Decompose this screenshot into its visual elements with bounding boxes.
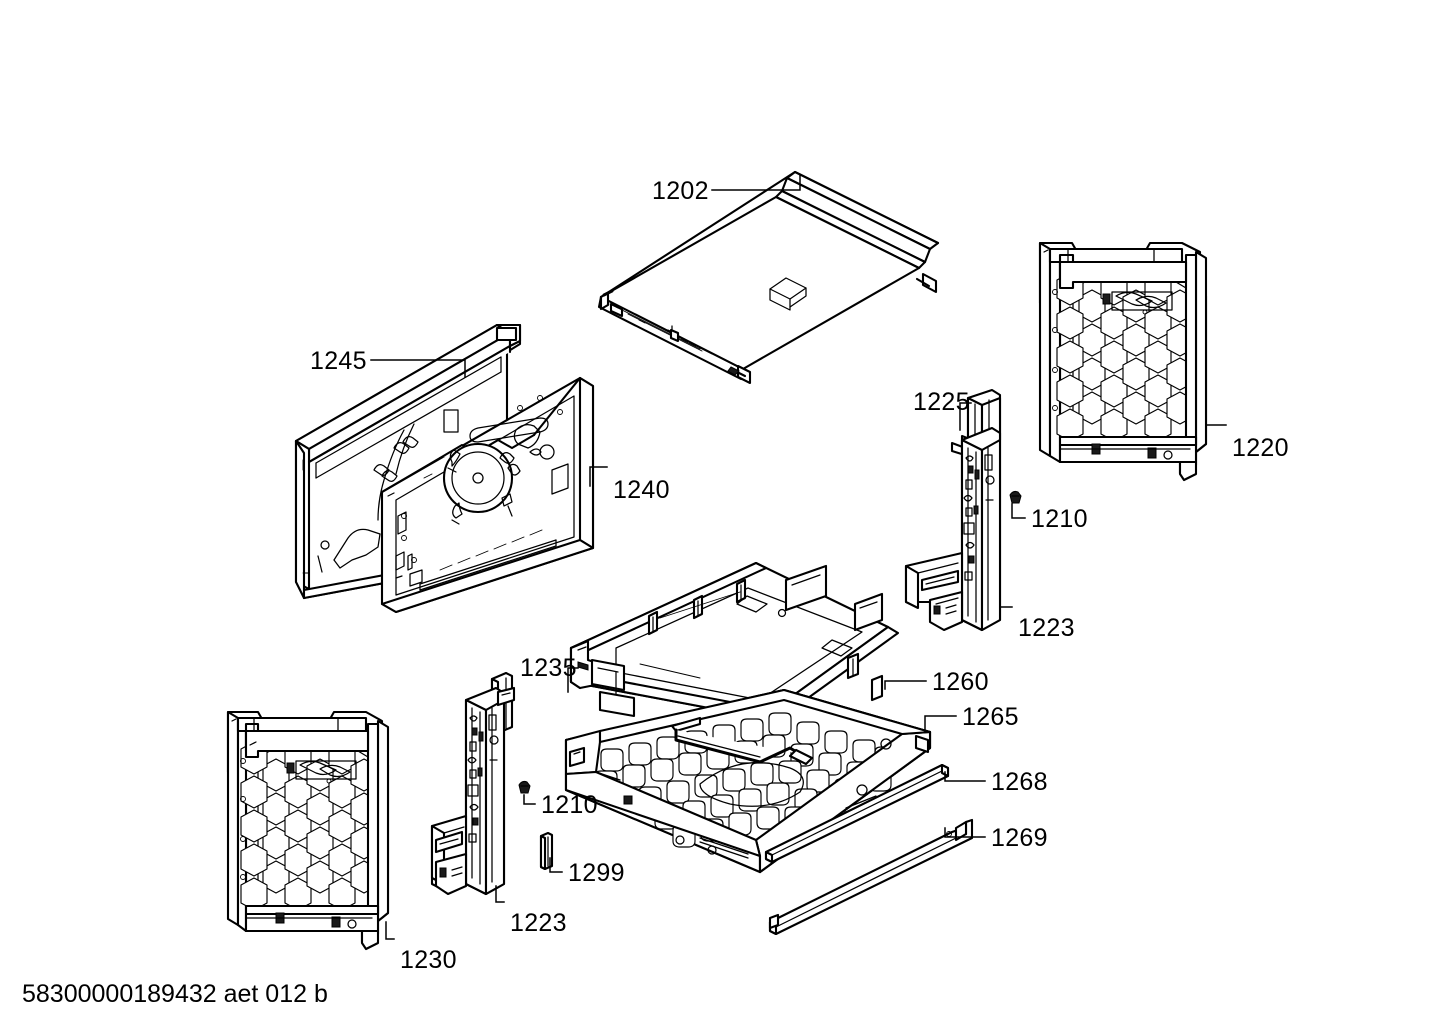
part-1223-right-vertical-rail [904,426,1002,632]
callout-fixing-screw-right[interactable]: 1210 [1011,503,1088,533]
callout-number-rear-inner-panel-with-fan[interactable]: 1240 [613,476,670,504]
callout-sealing-pad[interactable]: 1299 [549,857,625,887]
leader-line-1245 [370,359,466,378]
callout-right-vertical-rail[interactable]: 1223 [999,606,1075,642]
callout-top-cover-panel[interactable]: 1202 [652,174,801,205]
callout-number-front-trim-strip-lower[interactable]: 1269 [991,824,1048,852]
leader-line-1269 [944,827,986,838]
part-1223-left-vertical-rail [430,686,516,896]
leader-line-1230 [385,921,395,940]
part-1269-trim-strip-lower [768,818,974,936]
callout-fixing-screw-left[interactable]: 1210 [523,791,598,819]
part-1210-fixing-screw-left [518,780,531,794]
callout-number-upper-tray-frame[interactable]: 1260 [932,668,989,696]
callout-number-rear-outer-cover[interactable]: 1245 [310,347,367,375]
callout-left-vertical-rail[interactable]: 1223 [495,885,567,937]
leader-line-1260 [884,680,927,690]
callout-number-top-cover-panel[interactable]: 1202 [652,177,709,205]
leader-line-1268 [944,771,986,782]
part-1268-trim-strip-upper [764,763,950,864]
part-1260-upper-tray-frame [569,561,900,726]
leader-line-1223 [999,606,1013,617]
leader-line-1299 [549,857,563,873]
callout-number-left-vertical-rail[interactable]: 1223 [510,909,567,937]
callout-layer: 1202 1245 1240 1220 1225 1210 1223 1260 1265 1268… [310,174,1289,974]
callout-number-right-vertical-rail[interactable]: 1223 [1018,614,1075,642]
callout-number-upper-rail-clip[interactable]: 1225 [913,388,970,416]
callout-number-sealing-pad[interactable]: 1299 [568,859,625,887]
leader-line-1202 [711,174,801,191]
callout-rear-inner-panel-with-fan[interactable]: 1240 [589,466,670,504]
leader-line-1225 [959,402,972,431]
part-1265-base-plate [564,688,932,874]
callout-upper-tray-frame[interactable]: 1260 [884,668,989,696]
leader-line-1240 [589,466,608,487]
callout-front-trim-strip-lower[interactable]: 1269 [944,824,1048,852]
leader-line-1210 [1011,503,1026,519]
callout-number-front-trim-strip-upper[interactable]: 1268 [991,768,1048,796]
callout-number-rail-cap-strip[interactable]: 1235 [520,654,577,682]
callout-number-right-side-panel[interactable]: 1220 [1232,434,1289,462]
callout-number-fixing-screw-left[interactable]: 1210 [541,791,598,819]
callout-rear-outer-cover[interactable]: 1245 [310,347,466,378]
leader-line-1235 [567,667,579,693]
leader-line-1220 [1205,424,1227,445]
part-1210-fixing-screw-right [1009,490,1022,504]
callout-number-fixing-screw-right[interactable]: 1210 [1031,505,1088,533]
leader-line-1223 [495,885,505,903]
part-1220-right-side-panel [1038,241,1208,482]
callout-rail-cap-strip[interactable]: 1235 [520,654,579,693]
leader-line-1265 [924,715,957,732]
callout-number-base-plate[interactable]: 1265 [962,703,1019,731]
leader-line-1210 [523,794,536,805]
callout-base-plate[interactable]: 1265 [924,703,1019,732]
part-1230-left-side-panel [226,710,390,951]
footer-document-code: 58300000189432 aet 012 b [22,980,328,1008]
callout-left-side-panel[interactable]: 1230 [385,921,457,974]
callout-right-side-panel[interactable]: 1220 [1205,424,1289,462]
part-1240-rear-inner-panel [380,376,595,614]
part-1202-top-cover-panel [597,170,940,385]
callout-upper-rail-clip[interactable]: 1225 [913,388,972,431]
callout-number-left-side-panel[interactable]: 1230 [400,946,457,974]
callout-front-trim-strip-upper[interactable]: 1268 [944,768,1048,796]
